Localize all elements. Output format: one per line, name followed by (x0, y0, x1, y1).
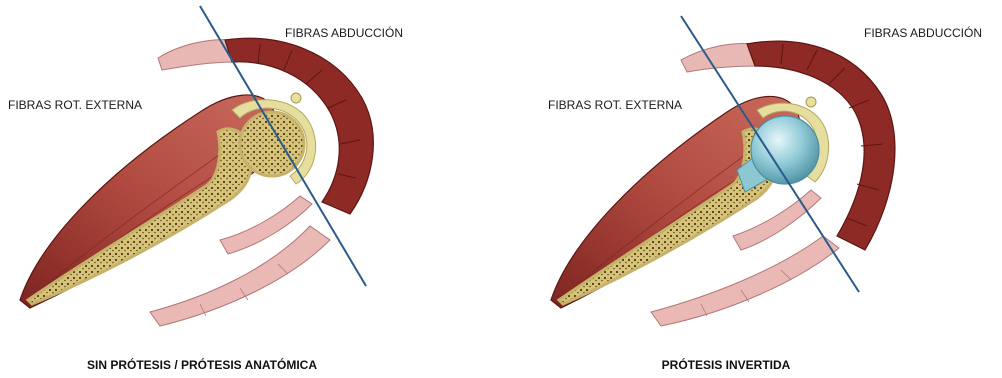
abduction-tendon (158, 40, 236, 70)
shoulder-illustration-reverse (501, 0, 1002, 378)
label-fibras-abduccion: FIBRAS ABDUCCIÓN (285, 26, 403, 40)
coracoid (806, 97, 816, 107)
coracoid (291, 93, 301, 103)
label-fibras-rot-externa: FIBRAS ROT. EXTERNA (8, 98, 142, 112)
label-fibras-rot-externa: FIBRAS ROT. EXTERNA (548, 98, 682, 112)
panel-anatomical: FIBRAS ABDUCCIÓN FIBRAS ROT. EXTERNA SIN… (0, 0, 501, 378)
panel-reverse: FIBRAS ABDUCCIÓN FIBRAS ROT. EXTERNA PRÓ… (501, 0, 1002, 378)
prosthesis-sphere (751, 116, 819, 184)
rotator-muscle (20, 95, 277, 308)
caption-reverse: PRÓTESIS INVERTIDA (526, 358, 926, 372)
shoulder-illustration-anatomical (0, 0, 501, 378)
label-fibras-abduccion: FIBRAS ABDUCCIÓN (864, 26, 982, 40)
rotation-tendon (651, 236, 839, 326)
abduction-tendon (681, 44, 757, 72)
caption-anatomical: SIN PRÓTESIS / PRÓTESIS ANATÓMICA (2, 358, 402, 372)
